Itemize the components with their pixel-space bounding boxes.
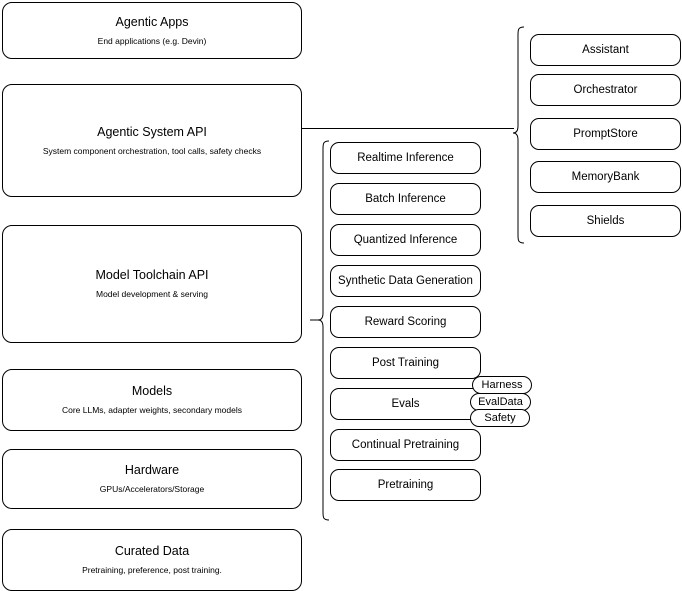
layer-title: Models [131, 384, 173, 399]
capability-box-reward-scoring[interactable]: Reward Scoring [330, 306, 481, 338]
capability-box-continual-pretraining[interactable]: Continual Pretraining [330, 429, 481, 461]
layer-subtitle: Model development & serving [96, 289, 208, 299]
capability-box-quantized-inference[interactable]: Quantized Inference [330, 224, 481, 256]
layer-subtitle: GPUs/Accelerators/Storage [99, 484, 205, 494]
capability-label: Realtime Inference [357, 151, 454, 164]
capability-label: Pretraining [377, 478, 434, 491]
layer-subtitle: System component orchestration, tool cal… [42, 145, 262, 156]
layer-title: Agentic Apps [115, 14, 189, 29]
brace-toolchain-capabilities [310, 140, 330, 521]
layer-title: Hardware [124, 463, 180, 478]
eval-badge-label: Safety [484, 412, 516, 424]
eval-badge-label: Harness [481, 379, 523, 391]
layer-box-models[interactable]: Models Core LLMs, adapter weights, secon… [2, 369, 302, 431]
component-box-promptstore[interactable]: PromptStore [530, 118, 681, 150]
component-label: PromptStore [573, 127, 638, 140]
connector-line-system-api-to-components [302, 128, 514, 129]
component-box-shields[interactable]: Shields [530, 205, 681, 237]
eval-badge-harness[interactable]: Harness [472, 376, 532, 394]
capability-box-batch-inference[interactable]: Batch Inference [330, 183, 481, 215]
layer-subtitle: Core LLMs, adapter weights, secondary mo… [61, 405, 242, 415]
layer-title: Model Toolchain API [95, 268, 209, 283]
layer-title: Curated Data [114, 544, 190, 559]
capability-label: Synthetic Data Generation [338, 274, 473, 287]
capability-box-post-training[interactable]: Post Training [330, 347, 481, 379]
component-label: Orchestrator [573, 83, 638, 96]
capability-label: Continual Pretraining [351, 438, 460, 451]
eval-badge-safety[interactable]: Safety [470, 409, 530, 427]
capability-box-pretraining[interactable]: Pretraining [330, 469, 481, 501]
component-label: Assistant [582, 43, 629, 56]
layer-box-curated-data[interactable]: Curated Data Pretraining, preference, po… [2, 529, 302, 591]
layer-subtitle: End applications (e.g. Devin) [97, 35, 207, 46]
layer-box-model-toolchain-api[interactable]: Model Toolchain API Model development & … [2, 225, 302, 343]
layer-box-agentic-system-api[interactable]: Agentic System API System component orch… [2, 84, 302, 197]
capability-label: Quantized Inference [353, 233, 458, 246]
capability-label: Reward Scoring [364, 315, 447, 328]
component-label: MemoryBank [571, 170, 640, 183]
capability-box-realtime-inference[interactable]: Realtime Inference [330, 142, 481, 174]
layer-title: Agentic System API [97, 124, 207, 139]
layer-box-hardware[interactable]: Hardware GPUs/Accelerators/Storage [2, 449, 302, 509]
component-label: Shields [586, 214, 625, 227]
layer-subtitle: Pretraining, preference, post training. [82, 565, 222, 575]
component-box-memorybank[interactable]: MemoryBank [530, 161, 681, 193]
capability-label: Evals [391, 397, 420, 410]
component-box-orchestrator[interactable]: Orchestrator [530, 74, 681, 106]
brace-system-components [512, 26, 525, 244]
eval-badge-label: EvalData [478, 396, 523, 408]
capability-label: Post Training [371, 356, 440, 369]
capability-label: Batch Inference [365, 192, 446, 205]
capability-box-synthetic-data-generation[interactable]: Synthetic Data Generation [330, 265, 481, 297]
component-box-assistant[interactable]: Assistant [530, 34, 681, 66]
layer-box-agentic-apps[interactable]: Agentic Apps End applications (e.g. Devi… [2, 2, 302, 59]
capability-box-evals[interactable]: Evals [330, 388, 481, 420]
